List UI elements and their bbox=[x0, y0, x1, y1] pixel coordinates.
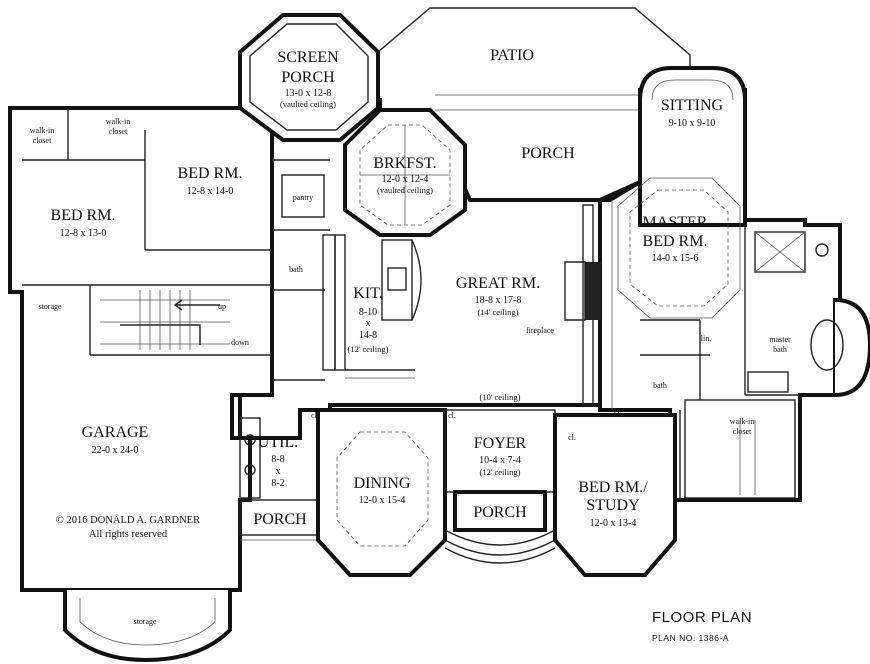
walkin-mid-label-1: walk-in bbox=[106, 117, 130, 126]
porch-rear-name: PORCH bbox=[521, 145, 575, 162]
fireplace-symbol bbox=[564, 204, 601, 406]
master-bath-label-2: bath bbox=[773, 345, 787, 354]
garage-storage-bay bbox=[63, 590, 232, 663]
foyer-dims: 10-4 x 7-4 bbox=[479, 455, 521, 466]
stairs-down-label: down bbox=[231, 338, 249, 347]
kit-dim-a: 8-10 bbox=[359, 307, 377, 318]
great-dims: 18-8 x 17-8 bbox=[475, 295, 522, 306]
fireplace-label: fireplace bbox=[526, 326, 554, 335]
kit-note: (12' ceiling) bbox=[348, 344, 389, 354]
bed-1-dims: 12-8 x 14-0 bbox=[187, 186, 234, 197]
dining-dims: 12-0 x 15-4 bbox=[359, 495, 406, 506]
kit-dim-b: 14-8 bbox=[359, 330, 377, 341]
sitting-bay bbox=[638, 66, 747, 227]
great-name: GREAT RM. bbox=[456, 275, 540, 292]
study-name-1: BED RM./ bbox=[578, 479, 648, 496]
brkfst-name: BRKFST. bbox=[373, 155, 436, 172]
master-dims: 14-0 x 15-6 bbox=[652, 253, 699, 264]
walkin-mid-label-2: closet bbox=[109, 127, 128, 136]
sitting-name: SITTING bbox=[661, 97, 724, 114]
master-name-1: MASTER bbox=[643, 214, 708, 231]
dining-name: DINING bbox=[354, 475, 411, 492]
master-bath-label-1: master bbox=[769, 335, 791, 344]
porch-front-name: PORCH bbox=[473, 504, 527, 521]
walkin-master-label-1: walk-in bbox=[730, 417, 754, 426]
ceiling-note: (10' ceiling) bbox=[480, 392, 521, 402]
bath-1-label: bath bbox=[289, 265, 303, 274]
study-dims: 12-0 x 13-4 bbox=[590, 518, 637, 529]
brkfst-note: (vaulted ceiling) bbox=[377, 185, 433, 195]
plan-number: PLAN NO. 1386-A bbox=[652, 633, 729, 643]
storage-top-label: storage bbox=[38, 302, 62, 311]
screen-porch-name-1: SCREEN bbox=[277, 49, 339, 66]
storage-bottom-label: storage bbox=[133, 617, 157, 626]
walkin-left-label-2: closet bbox=[33, 136, 52, 145]
master-closet bbox=[684, 399, 796, 499]
room-labels: SCREEN PORCH 13-0 x 12-8 (vaulted ceilin… bbox=[30, 47, 791, 643]
screen-porch-note: (vaulted ceiling) bbox=[280, 99, 336, 109]
garage-name: GARAGE bbox=[82, 424, 149, 441]
screen-porch-outline bbox=[238, 13, 380, 142]
walkin-left-label-1: walk-in bbox=[30, 126, 54, 135]
closet-label-c: cl. bbox=[568, 433, 576, 442]
closet-label-a: cl. bbox=[311, 411, 319, 420]
foyer-outline bbox=[444, 409, 556, 564]
interior-walls bbox=[22, 108, 800, 500]
great-note: (14' ceiling) bbox=[478, 307, 519, 317]
util-name: UTIL. bbox=[258, 434, 298, 451]
kit-dim-x: x bbox=[366, 318, 371, 329]
walkin-master-label-2: closet bbox=[733, 427, 752, 436]
util-dim-b: 8-2 bbox=[271, 478, 284, 489]
bed-1-name: BED RM. bbox=[178, 165, 243, 182]
stairs bbox=[100, 290, 230, 350]
copyright-line-1: © 2016 DONALD A. GARDNER bbox=[56, 515, 200, 526]
master-ceiling bbox=[611, 177, 741, 410]
foyer-note: (12' ceiling) bbox=[480, 467, 521, 477]
copyright-line-2: All rights reserved bbox=[89, 529, 168, 540]
bed-2-dims: 12-8 x 13-0 bbox=[60, 228, 107, 239]
breakfast-outline bbox=[343, 108, 467, 237]
master-name-2: BED RM. bbox=[643, 233, 708, 250]
screen-porch-dims: 13-0 x 12-8 bbox=[285, 88, 332, 99]
kitchen-fixtures bbox=[281, 174, 422, 379]
stairs-up-label: up bbox=[218, 302, 226, 311]
bed-2-name: BED RM. bbox=[51, 207, 116, 224]
foyer-name: FOYER bbox=[474, 435, 527, 452]
patio-name: PATIO bbox=[490, 47, 534, 64]
master-bath-bay bbox=[747, 231, 870, 397]
bath-2-label: bath bbox=[653, 381, 667, 390]
pantry-label: pantry bbox=[293, 193, 313, 202]
garage-dims: 22-0 x 24-0 bbox=[92, 445, 139, 456]
util-dim-x: x bbox=[276, 466, 281, 477]
closet-label-b: cl. bbox=[448, 411, 456, 420]
study-outline bbox=[553, 413, 677, 577]
plan-title: FLOOR PLAN bbox=[652, 609, 752, 626]
closet-label-d: cl. bbox=[614, 407, 622, 416]
porch-side-name: PORCH bbox=[253, 511, 307, 528]
sitting-dims: 9-10 x 9-10 bbox=[669, 118, 716, 129]
screen-porch-name-2: PORCH bbox=[281, 69, 335, 86]
dining-outline bbox=[316, 408, 447, 577]
brkfst-dims: 12-0 x 12-4 bbox=[382, 174, 429, 185]
util-dim-a: 8-8 bbox=[271, 454, 284, 465]
linen-label: lin. bbox=[701, 334, 711, 343]
kit-name: KIT. bbox=[353, 285, 382, 302]
study-name-2: STUDY bbox=[586, 497, 640, 514]
